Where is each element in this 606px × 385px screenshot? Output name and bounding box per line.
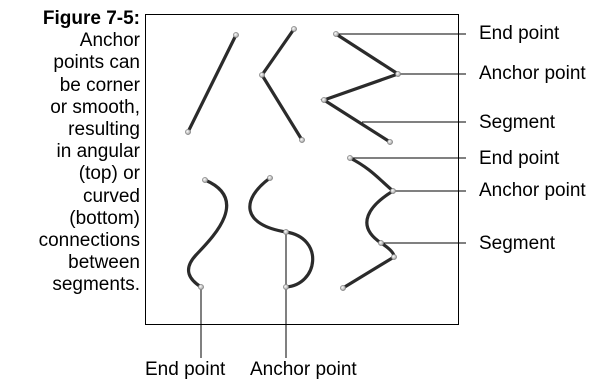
callout-top-end-point: End point [479,23,560,44]
callout-foot-end-point: End point [145,359,226,380]
anchor-point-marker [391,254,397,260]
anchor-point-marker [321,97,327,103]
anchor-point-marker [395,71,401,77]
end-point-marker [198,284,204,290]
end-point-marker [291,26,297,32]
end-point-marker [185,129,191,135]
zigzag-path [320,32,402,144]
caption-line: between [68,252,140,274]
caption-line: in angular [56,141,140,163]
callout-bottom-anchor-point: Anchor point [479,180,586,201]
figure-caption: Figure 7-5: Anchor points can be corner … [0,8,140,297]
caption-line: resulting [68,119,140,141]
straight-segment-path [186,33,238,134]
callout-bottom-segment: Segment [479,233,556,254]
end-point-marker [340,285,346,291]
callout-bottom-end-point: End point [479,148,560,169]
end-point-marker [347,155,353,161]
end-point-marker [333,31,339,37]
anchor-point-marker [259,72,265,78]
caption-line: segments. [52,274,140,296]
callout-top-anchor-point: Anchor point [479,63,586,84]
end-point-marker [299,137,305,143]
curve-zigzag-path [341,156,396,290]
end-point-marker [202,177,208,183]
caption-line: connections [38,230,140,252]
callout-foot-anchor-point: Anchor point [250,359,357,380]
smooth-anchor-path [248,176,315,289]
diagram-frame [145,14,459,325]
caption-line: Anchor [79,30,140,52]
figure-label: Figure 7-5: [42,8,140,29]
end-point-marker [387,139,393,145]
s-curve-path [186,178,229,289]
anchor-point-marker [283,229,289,235]
caption-line: curved [82,185,140,207]
caption-line: be corner [59,74,140,96]
corner-anchor-path [260,27,304,142]
anchor-point-marker [390,188,396,194]
end-point-marker [283,284,289,290]
anchor-point-marker [378,240,384,246]
caption-line: or smooth, [50,96,140,118]
caption-line: (bottom) [69,207,140,229]
end-point-marker [267,175,273,181]
caption-line: (top) or [78,163,140,185]
caption-line: points can [53,52,140,74]
callout-top-segment: Segment [479,112,556,133]
end-point-marker [233,32,239,38]
